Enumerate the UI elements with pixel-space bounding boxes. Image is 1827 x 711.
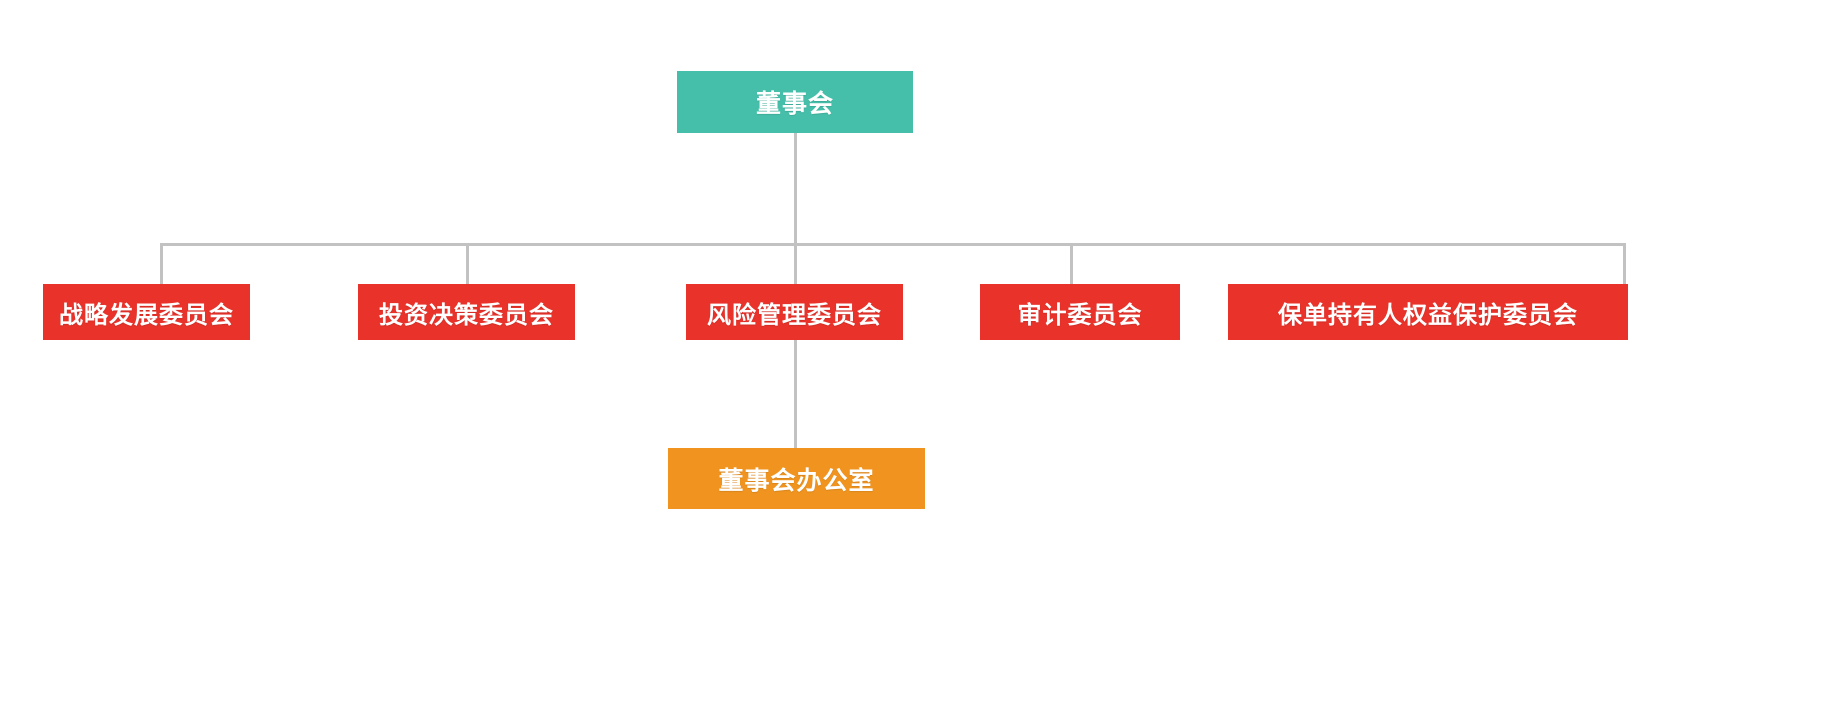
node-label: 风险管理委员会 [707,301,882,329]
node-investment-decision-committee[interactable]: 投资决策委员会 [358,284,575,340]
connector-bus-to-committee-4 [1070,243,1073,285]
node-board-of-directors[interactable]: 董事会 [677,71,913,133]
connector-bus-to-committee-3 [794,243,797,285]
node-label: 董事会办公室 [718,466,875,495]
connector-root-to-bus [794,133,797,245]
node-board-office[interactable]: 董事会办公室 [668,448,925,509]
connector-bus-to-committee-2 [466,243,469,285]
node-label: 审计委员会 [1017,301,1143,329]
node-label: 保单持有人权益保护委员会 [1278,301,1578,329]
node-policyholder-rights-protection-committee[interactable]: 保单持有人权益保护委员会 [1228,284,1628,340]
node-label: 战略发展委员会 [59,301,234,329]
node-audit-committee[interactable]: 审计委员会 [980,284,1180,340]
connector-bus-to-committee-1 [160,243,163,285]
connector-horizontal-bus [160,243,1626,246]
connector-bus-to-committee-5 [1623,243,1626,285]
node-label: 投资决策委员会 [379,301,554,329]
node-strategic-development-committee[interactable]: 战略发展委员会 [43,284,250,340]
node-risk-management-committee[interactable]: 风险管理委员会 [686,284,903,340]
node-label: 董事会 [755,90,834,118]
connector-committee-3-to-office [794,340,797,450]
